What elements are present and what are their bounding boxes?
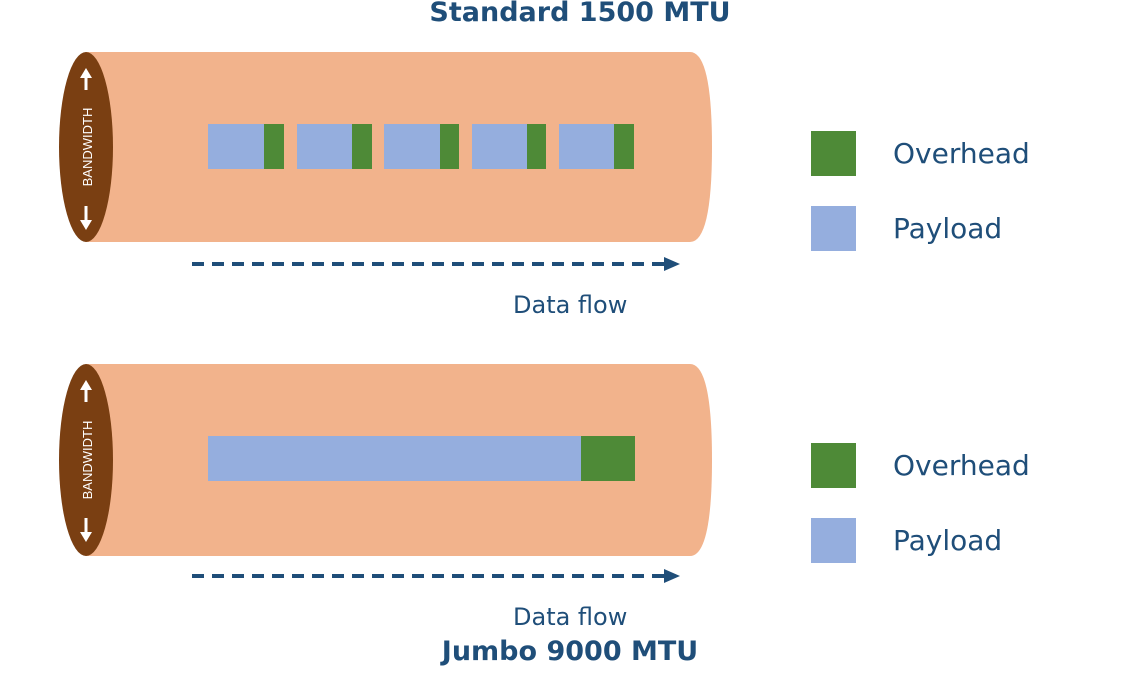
packet-payload (208, 436, 581, 481)
packet-overhead (527, 124, 546, 169)
overhead-swatch (811, 131, 856, 176)
jumbo-legend-payload-label: Payload (893, 524, 1003, 557)
standard-data-flow-label: Data flow (513, 291, 628, 319)
standard-pipe: BANDWIDTH (59, 52, 712, 271)
standard-legend-payload-label: Payload (893, 212, 1003, 245)
jumbo-pipe: BANDWIDTH (59, 364, 712, 583)
packet-overhead (614, 124, 634, 169)
standard-packets (208, 124, 634, 169)
standard-legend-overhead-label: Overhead (893, 137, 1030, 170)
jumbo-bandwidth-arrow (80, 380, 92, 542)
standard-data-flow-arrow (192, 257, 680, 271)
jumbo-packet (208, 436, 635, 481)
packet-payload (208, 124, 264, 169)
jumbo-pipe-end (59, 364, 113, 556)
packet-overhead (264, 124, 284, 169)
standard-legend (811, 131, 856, 251)
jumbo-bandwidth-label: BANDWIDTH (80, 421, 95, 500)
jumbo-legend-overhead-label: Overhead (893, 449, 1030, 482)
jumbo-mtu-title: Jumbo 9000 MTU (441, 636, 699, 667)
standard-mtu-title: Standard 1500 MTU (429, 0, 731, 28)
payload-swatch (811, 518, 856, 563)
payload-swatch (811, 206, 856, 251)
packet-overhead (352, 124, 372, 169)
packet-payload (472, 124, 527, 169)
standard-pipe-end (59, 52, 113, 242)
jumbo-data-flow-label: Data flow (513, 603, 628, 631)
packet-overhead (440, 124, 459, 169)
standard-bandwidth-arrow (80, 68, 92, 230)
jumbo-data-flow-arrow (192, 569, 680, 583)
packet-payload (384, 124, 440, 169)
packet-overhead (581, 436, 635, 481)
jumbo-legend (811, 443, 856, 563)
packet-payload (559, 124, 614, 169)
overhead-swatch (811, 443, 856, 488)
packet-payload (297, 124, 352, 169)
standard-bandwidth-label: BANDWIDTH (80, 108, 95, 187)
